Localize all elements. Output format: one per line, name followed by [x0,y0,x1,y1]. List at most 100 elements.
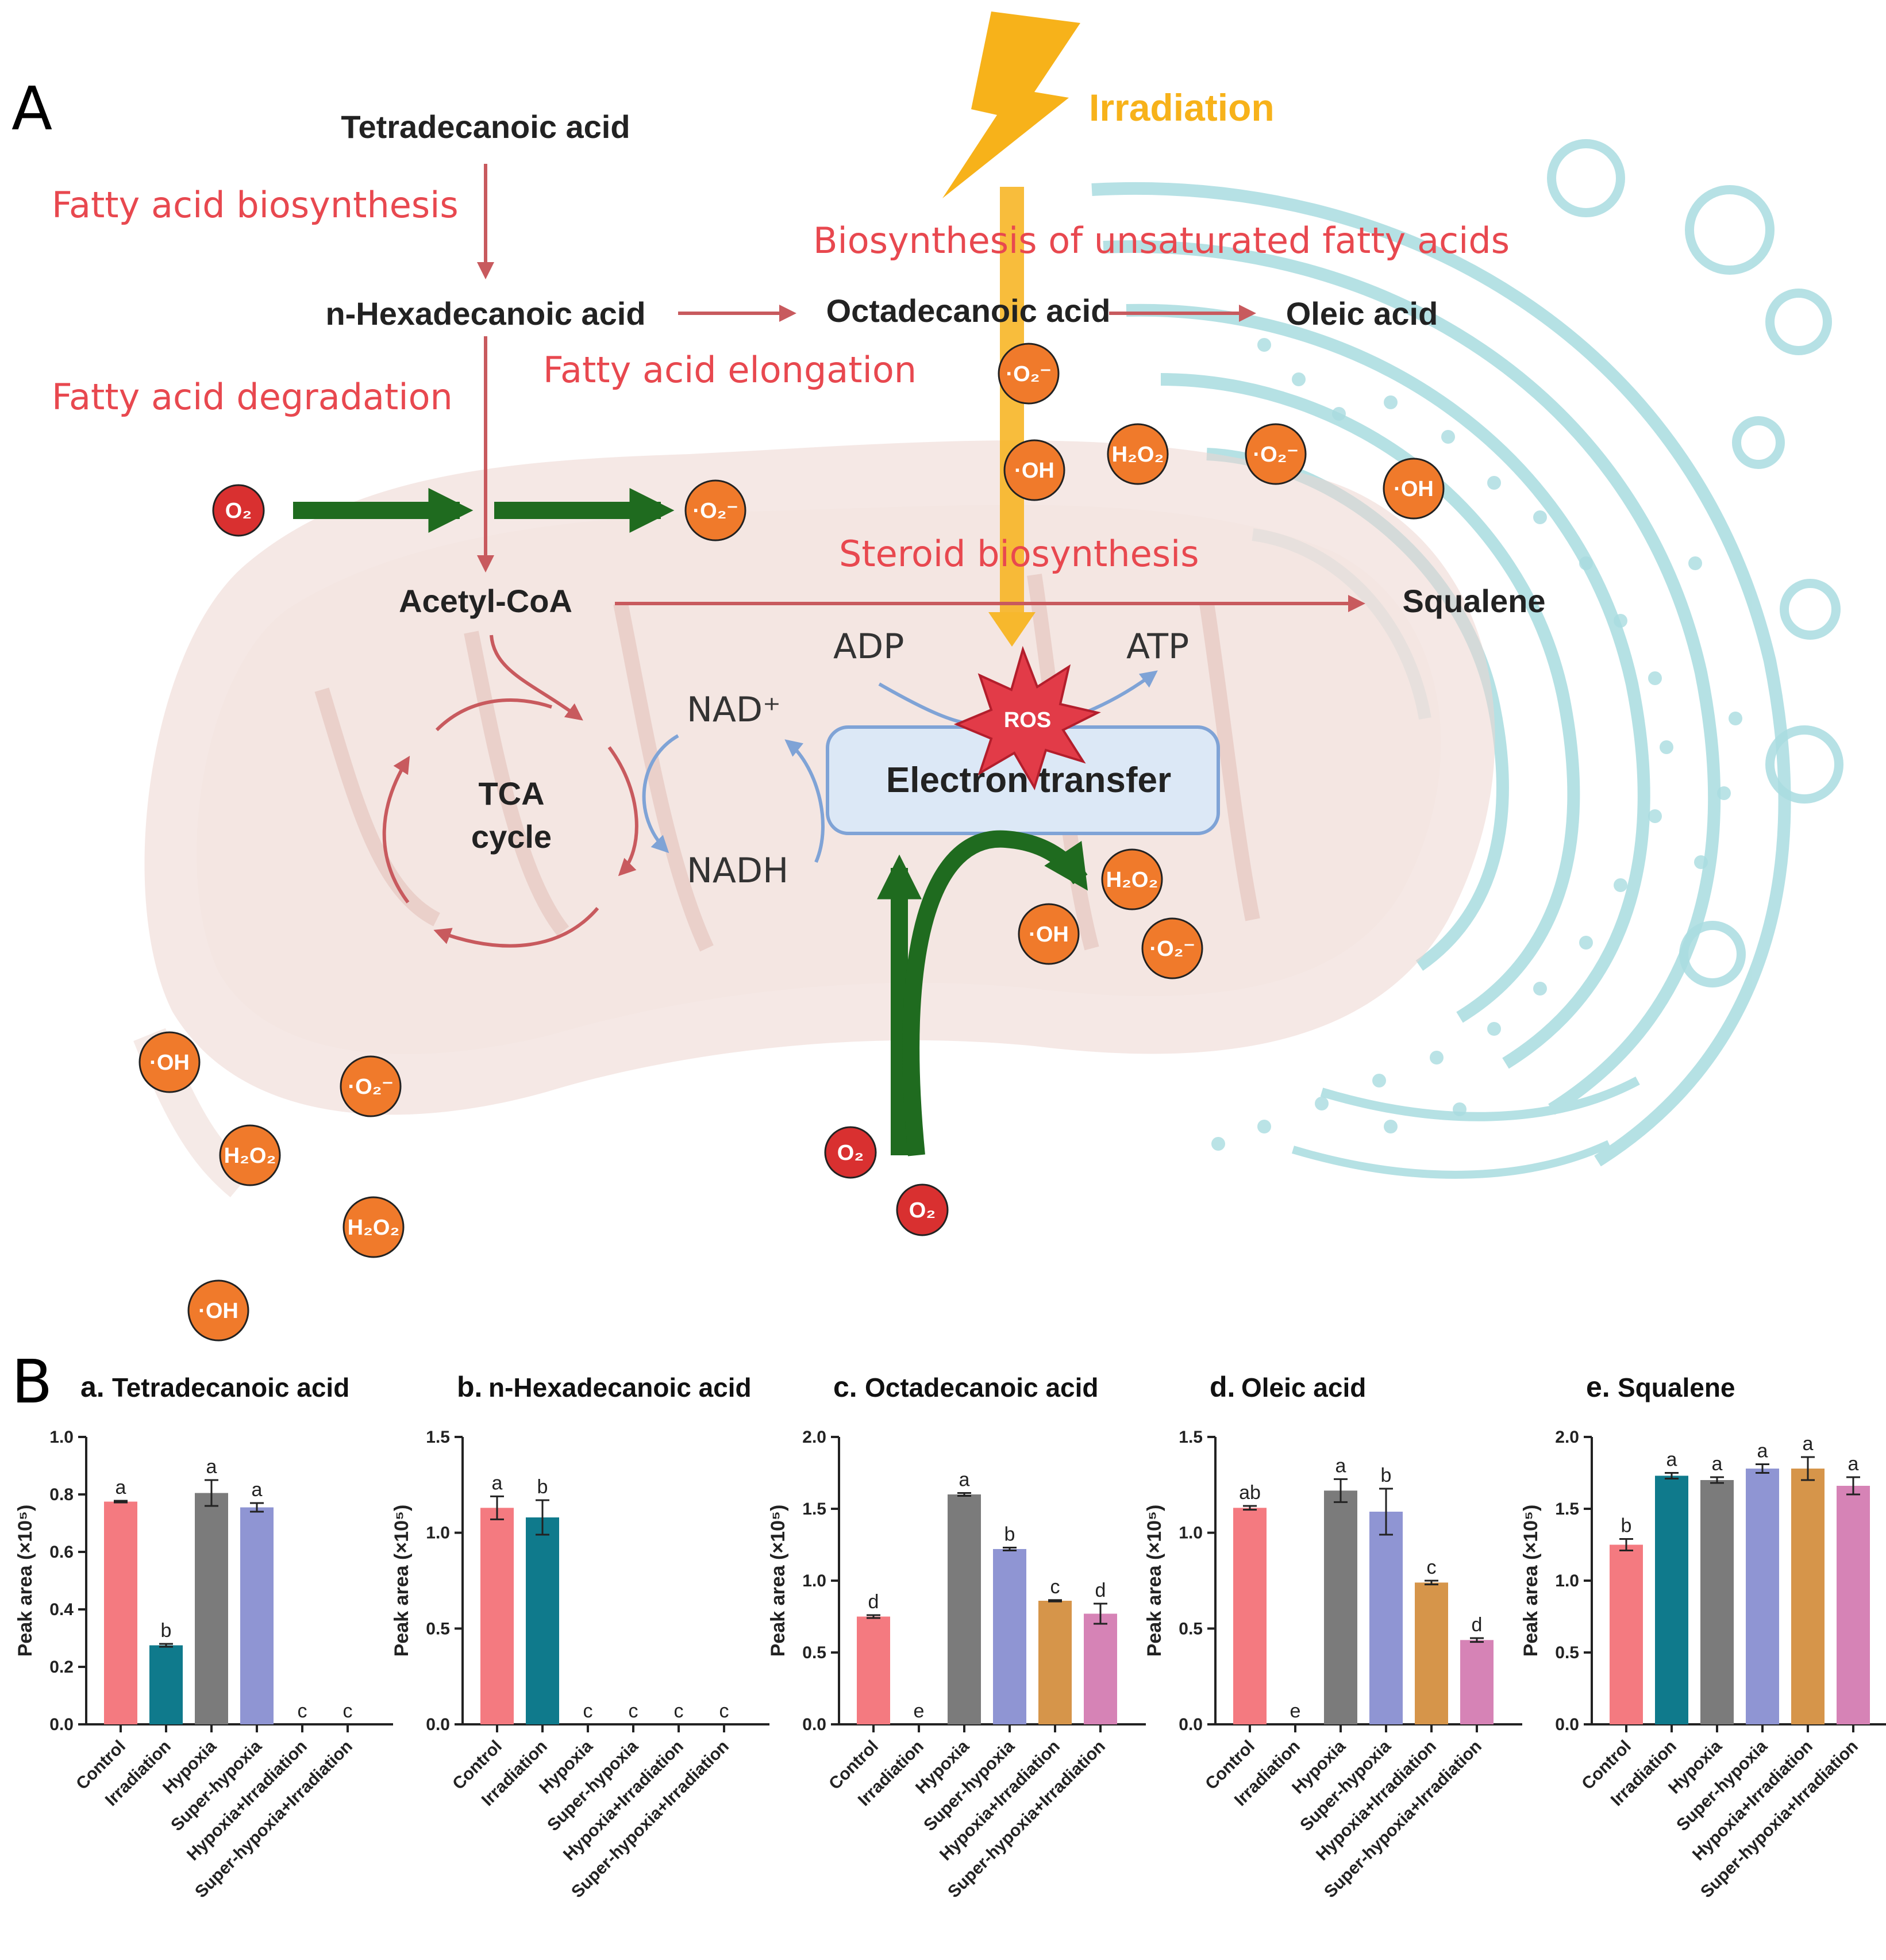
ribosome-dot [1579,936,1593,950]
bar [1700,1480,1734,1724]
adp-label: ADP [833,627,904,667]
hydroxyl-radical-ball: ·OH [1018,903,1080,965]
y-tick-label: 0.0 [49,1715,74,1734]
y-tick-label: 1.5 [802,1500,826,1519]
significance-letter: a [959,1469,970,1491]
ribosome-dot [1660,740,1673,754]
bar-chart-1: a.Tetradecanoic acid0.00.20.40.60.81.0Pe… [14,1371,393,1901]
tca-cycle [382,698,638,948]
hydroxyl-radical-ball: ·OH [138,1031,201,1093]
ribosome-dot [1453,1102,1467,1116]
species-label: O₂ [225,499,252,523]
y-tick-label: 1.0 [802,1571,826,1590]
significance-letter: b [1621,1515,1632,1537]
hydroxyl-radical-ball: ·OH [1383,458,1445,520]
bar [1460,1640,1494,1724]
chart-tag: e. [1586,1371,1610,1403]
bar [993,1549,1026,1724]
y-tick-label: 2.0 [802,1428,826,1447]
significance-letter: e [914,1700,925,1722]
superoxide-ball: ·O₂⁻ [1245,423,1307,485]
reactive-species: O₂ ·O₂⁻ ·O₂⁻ ·OH H₂O₂ ·O₂⁻ ·OH H₂O₂ ·OH ·O₂⁻ ·OH ·O… [138,343,1445,1342]
nad-label: NAD⁺ [687,690,781,730]
y-tick-label: 0.5 [426,1619,450,1638]
superoxide-ball: ·O₂⁻ [1141,917,1203,979]
ribosome-dot [1694,855,1708,869]
species-label: ·OH [1394,477,1434,501]
species-label: H₂O₂ [348,1216,400,1240]
ribosome-dot [1257,338,1271,352]
species-label: H₂O₂ [224,1144,276,1168]
hydroxyl-radical-ball: ·OH [1003,439,1065,501]
lightning-bolt-icon [942,11,1080,198]
hydrogen-peroxide-ball: H₂O₂ [219,1124,281,1186]
nadh-label: NADH [687,851,788,891]
ribosome-dot [1717,786,1731,800]
o2-molecule-ball: O₂ [824,1126,877,1179]
significance-letter: a [1335,1455,1346,1477]
chart-title: Octadecanoic acid [865,1373,1099,1402]
bar [1746,1469,1779,1724]
superoxide-ball: ·O₂⁻ [340,1055,402,1117]
redox-arrows [642,670,1158,863]
y-axis-label: Peak area (×10⁵) [767,1505,789,1657]
ribosome-dot [1648,809,1662,823]
species-label: ·O₂⁻ [1149,937,1195,961]
o2-molecule-ball: O₂ [896,1183,949,1236]
y-axis-label: Peak area (×10⁵) [1520,1505,1542,1657]
hydroxyl-radical-ball: ·OH [187,1279,249,1342]
bar [857,1616,890,1724]
bar [526,1517,559,1724]
pathway-fatty-acid-elongation: Fatty acid elongation [543,349,917,391]
significance-letter: c [1050,1576,1060,1598]
species-label: O₂ [837,1141,864,1165]
bar [1084,1613,1117,1724]
oxygen-flux-arrows [293,488,1088,1156]
significance-letter: ab [1239,1482,1261,1504]
hydrogen-peroxide-ball: H₂O₂ [1101,848,1163,910]
y-axis-label: Peak area (×10⁵) [14,1505,36,1657]
chart-title: Tetradecanoic acid [112,1373,349,1402]
significance-letter: a [1712,1453,1723,1475]
ribosome-dot [1257,1120,1271,1133]
bar [1038,1601,1072,1724]
ribosome-dot [1533,510,1547,524]
y-tick-label: 0.2 [49,1658,74,1677]
significance-letter: c [719,1700,729,1722]
pathway-fatty-acid-degradation: Fatty acid degradation [52,376,453,418]
chart-title: Oleic acid [1241,1373,1366,1402]
tca-label-line1: TCA [478,775,544,812]
chart-title: n-Hexadecanoic acid [488,1373,752,1402]
significance-letter: c [1427,1557,1437,1578]
metabolite-acetyl-coa: Acetyl-CoA [399,583,572,619]
ros-label: ROS [1004,708,1051,732]
ribosome-dot [1533,982,1547,996]
species-label: ·OH [1014,459,1054,483]
superoxide-ball: ·O₂⁻ [998,343,1060,405]
bar-charts: a.Tetradecanoic acid0.00.20.40.60.81.0Pe… [14,1371,1886,1901]
y-tick-label: 0.5 [802,1643,826,1662]
metabolite-octadecanoic: Octadecanoic acid [826,293,1111,329]
y-axis-label: Peak area (×10⁵) [1144,1505,1165,1657]
significance-letter: c [629,1700,638,1722]
bar [104,1501,137,1724]
irradiation-label: Irradiation [1089,86,1275,129]
pathway-unsaturated-fatty-acids: Biosynthesis of unsaturated fatty acids [813,220,1510,262]
er-vesicles [1547,139,1843,987]
panel-a: TCA cycle Electron transfer ROS Tetradec… [11,11,1843,1342]
bar [480,1508,514,1724]
y-tick-label: 0.0 [1555,1715,1579,1734]
significance-letter: a [1803,1433,1814,1455]
metabolic-arrows [477,164,1365,721]
chart-tag: d. [1210,1371,1235,1403]
significance-letter: d [1472,1614,1483,1636]
y-tick-label: 0.8 [49,1485,74,1504]
bar [1233,1508,1267,1724]
y-tick-label: 1.0 [1555,1571,1579,1590]
ribosome-dot [1211,1137,1225,1151]
significance-letter: a [116,1477,126,1498]
metabolite-hexadecanoic: n-Hexadecanoic acid [325,295,645,332]
ribosome-dot [1384,1120,1398,1133]
